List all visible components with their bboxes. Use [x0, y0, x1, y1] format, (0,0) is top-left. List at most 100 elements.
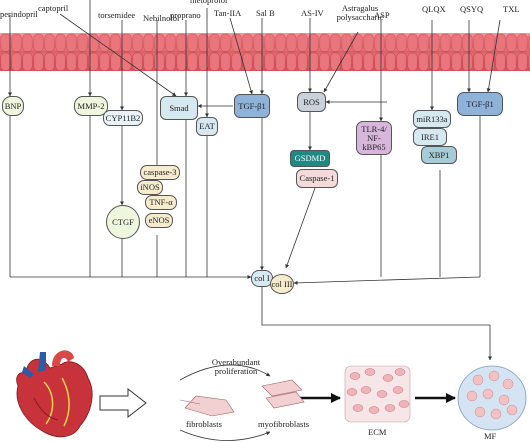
ecm-illustration — [344, 365, 411, 423]
drug-label-as-iv: AS-IV — [301, 8, 324, 18]
membrane-segment — [22, 33, 33, 52]
membrane-segment — [308, 52, 319, 71]
node-inos-label: iNOS — [140, 182, 160, 192]
node-gsdmd: GSDMD — [290, 150, 330, 167]
membrane-segment — [363, 33, 374, 52]
ecm-cell — [364, 368, 376, 376]
node-tlr4-label-line1: TLR-4/ — [361, 123, 387, 134]
process-arrows — [99, 364, 456, 441]
drug-label-captopril: captopril — [38, 3, 69, 13]
membrane-segment — [264, 33, 275, 52]
membrane-segment — [11, 33, 22, 52]
node-mir133a: miR133a — [413, 110, 451, 128]
membrane-segment — [121, 52, 132, 71]
membrane-segment — [330, 33, 341, 52]
membrane-segment — [44, 52, 55, 71]
membrane-segment — [440, 33, 451, 52]
cell-membrane — [0, 33, 530, 71]
hollow-arrow-icon — [99, 387, 147, 419]
membrane-segment — [209, 52, 220, 71]
node-tnf-alpha-label: TNF-α — [149, 197, 173, 207]
node-bnp: BNP — [2, 96, 24, 116]
membrane-segment — [165, 52, 176, 71]
drug-label-txl: TXL — [503, 4, 520, 14]
membrane-segment — [0, 52, 11, 71]
node-caspase1: Caspase-1 — [296, 169, 338, 188]
ecm-cell — [394, 368, 406, 376]
membrane-segment — [253, 33, 264, 52]
membrane-segment — [385, 33, 396, 52]
membrane-segment — [407, 52, 418, 71]
drug-label-astragalus-line1: Astragalus — [341, 3, 379, 13]
membrane-segment — [110, 33, 121, 52]
node-cyp11b2: CYP11B2 — [103, 110, 143, 126]
membrane-segment — [132, 52, 143, 71]
membrane-segment — [506, 52, 517, 71]
label-mf: MF — [484, 431, 497, 441]
membrane-segment — [77, 33, 88, 52]
node-ctgf: CTGF — [106, 205, 140, 239]
drug-label-sal-b: Sal B — [256, 8, 275, 18]
mf-cell — [466, 390, 478, 402]
node-tgf-beta1-a: TGF-β1 — [234, 94, 270, 118]
membrane-segment — [176, 33, 187, 52]
node-ire1-label: IRE1 — [421, 131, 439, 142]
node-smad: Smad — [160, 96, 198, 120]
mf-cell — [490, 408, 502, 420]
membrane-segment — [0, 33, 11, 52]
membrane-segment — [275, 52, 286, 71]
ecm-cell — [368, 406, 380, 414]
mf-cell — [482, 388, 494, 400]
drug-label-perindopril: perindopril — [0, 9, 38, 19]
membrane-segment — [319, 33, 330, 52]
membrane-segment — [209, 33, 220, 52]
node-tnf-alpha: TNF-α — [145, 195, 177, 210]
membrane-segment — [297, 33, 308, 52]
node-tlr4-label-line2: NF- — [367, 132, 381, 143]
node-tlr4-nf-kbp65: TLR-4/NF-kBP65 — [356, 121, 392, 155]
node-tgf-beta1-a-label: TGF-β1 — [238, 100, 266, 111]
ecm-cell — [346, 388, 358, 396]
membrane-segment — [363, 52, 374, 71]
drug-label-asp: ASP — [374, 10, 390, 20]
membrane-segment — [297, 52, 308, 71]
membrane-segment — [286, 52, 297, 71]
membrane-segment — [396, 33, 407, 52]
membrane-segment — [407, 33, 418, 52]
membrane-segment — [198, 33, 209, 52]
drug-label-nebilnolol: Nebilnolol — [143, 13, 180, 23]
membrane-segment — [88, 52, 99, 71]
membrane-segment — [44, 33, 55, 52]
membrane-segment — [418, 33, 429, 52]
membrane-segment — [264, 52, 275, 71]
membrane-segment — [88, 33, 99, 52]
membrane-segment — [176, 52, 187, 71]
membrane-segment — [495, 33, 506, 52]
membrane-segment — [352, 52, 363, 71]
myofibroblast-cells — [261, 379, 305, 409]
membrane-segment — [473, 33, 484, 52]
membrane-segment — [429, 52, 440, 71]
node-xbp1-label: XBP1 — [428, 149, 450, 160]
ecm-cell — [392, 386, 404, 394]
membrane-segment — [66, 52, 77, 71]
membrane-segment — [143, 33, 154, 52]
node-gsdmd-label: GSDMD — [294, 153, 326, 163]
mf-cell — [498, 394, 510, 406]
membrane-segment — [418, 52, 429, 71]
node-tlr4-label-line3: kBP65 — [362, 141, 386, 152]
membrane-segment — [374, 52, 385, 71]
membrane-segment — [220, 33, 231, 52]
node-mmp2: MMP-2 — [74, 96, 108, 116]
membrane-segment — [187, 33, 198, 52]
node-eat: EAT — [196, 117, 218, 136]
drug-label-qlqx: QLQX — [422, 4, 446, 14]
membrane-segment — [143, 52, 154, 71]
label-overabundant-line1: Overabundant — [211, 357, 261, 367]
ecm-cell — [382, 374, 394, 382]
mf-cell — [502, 378, 514, 390]
membrane-segment — [187, 52, 198, 71]
